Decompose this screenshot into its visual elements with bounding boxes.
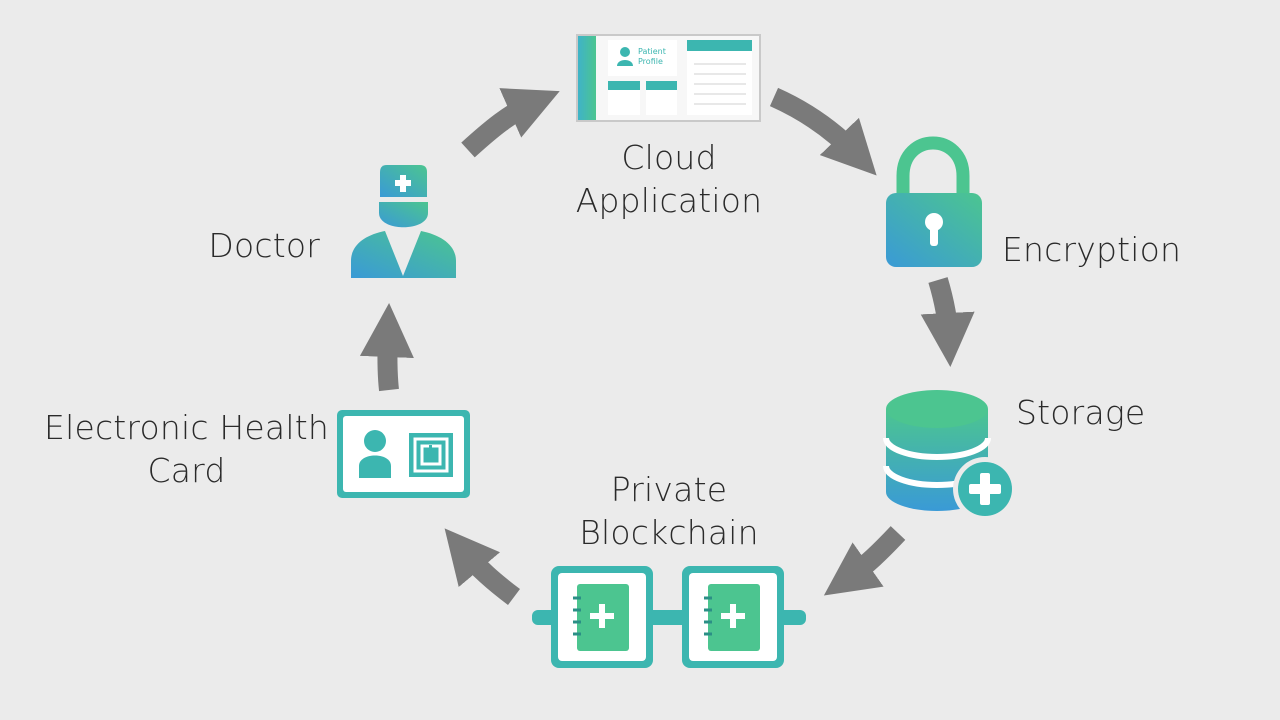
arrow-storage-to-blockchain: [823, 526, 906, 596]
arrow-blockchain-to-card: [444, 528, 521, 605]
encryption-label: Encryption: [1002, 230, 1182, 269]
blockchain-icon: [532, 566, 806, 668]
health-card-line2: Card: [147, 451, 226, 490]
arrows: [359, 87, 975, 605]
cloud-app-label: Cloud Application: [560, 136, 778, 222]
storage-label: Storage: [1016, 393, 1146, 432]
block-2: [682, 566, 784, 668]
mini-title-1: Patient: [638, 47, 666, 56]
arrow-doctor-to-cloud: [461, 88, 560, 158]
arrow-card-to-doctor: [359, 303, 414, 392]
lock-icon: [886, 136, 982, 267]
database-icon: [883, 390, 1017, 521]
block-1: [551, 566, 653, 668]
mini-title-2: Profile: [638, 57, 663, 66]
health-card-label: Electronic Health Card: [44, 406, 329, 492]
blockchain-label: Private Blockchain: [562, 468, 776, 554]
health-card-line1: Electronic Health: [44, 408, 329, 447]
cloud-app-line1: Cloud: [621, 138, 717, 177]
blockchain-line2: Blockchain: [579, 513, 759, 552]
blockchain-line1: Private: [610, 470, 728, 509]
doctor-label: Doctor: [208, 226, 320, 265]
cloud-app-line2: Application: [575, 181, 763, 220]
arrow-encryption-to-storage: [920, 277, 975, 367]
arrow-cloud-to-encryption: [769, 87, 877, 176]
cloud-app-icon: Patient Profile: [576, 34, 761, 122]
doctor-icon: [351, 165, 456, 278]
health-card-icon: [337, 410, 470, 498]
